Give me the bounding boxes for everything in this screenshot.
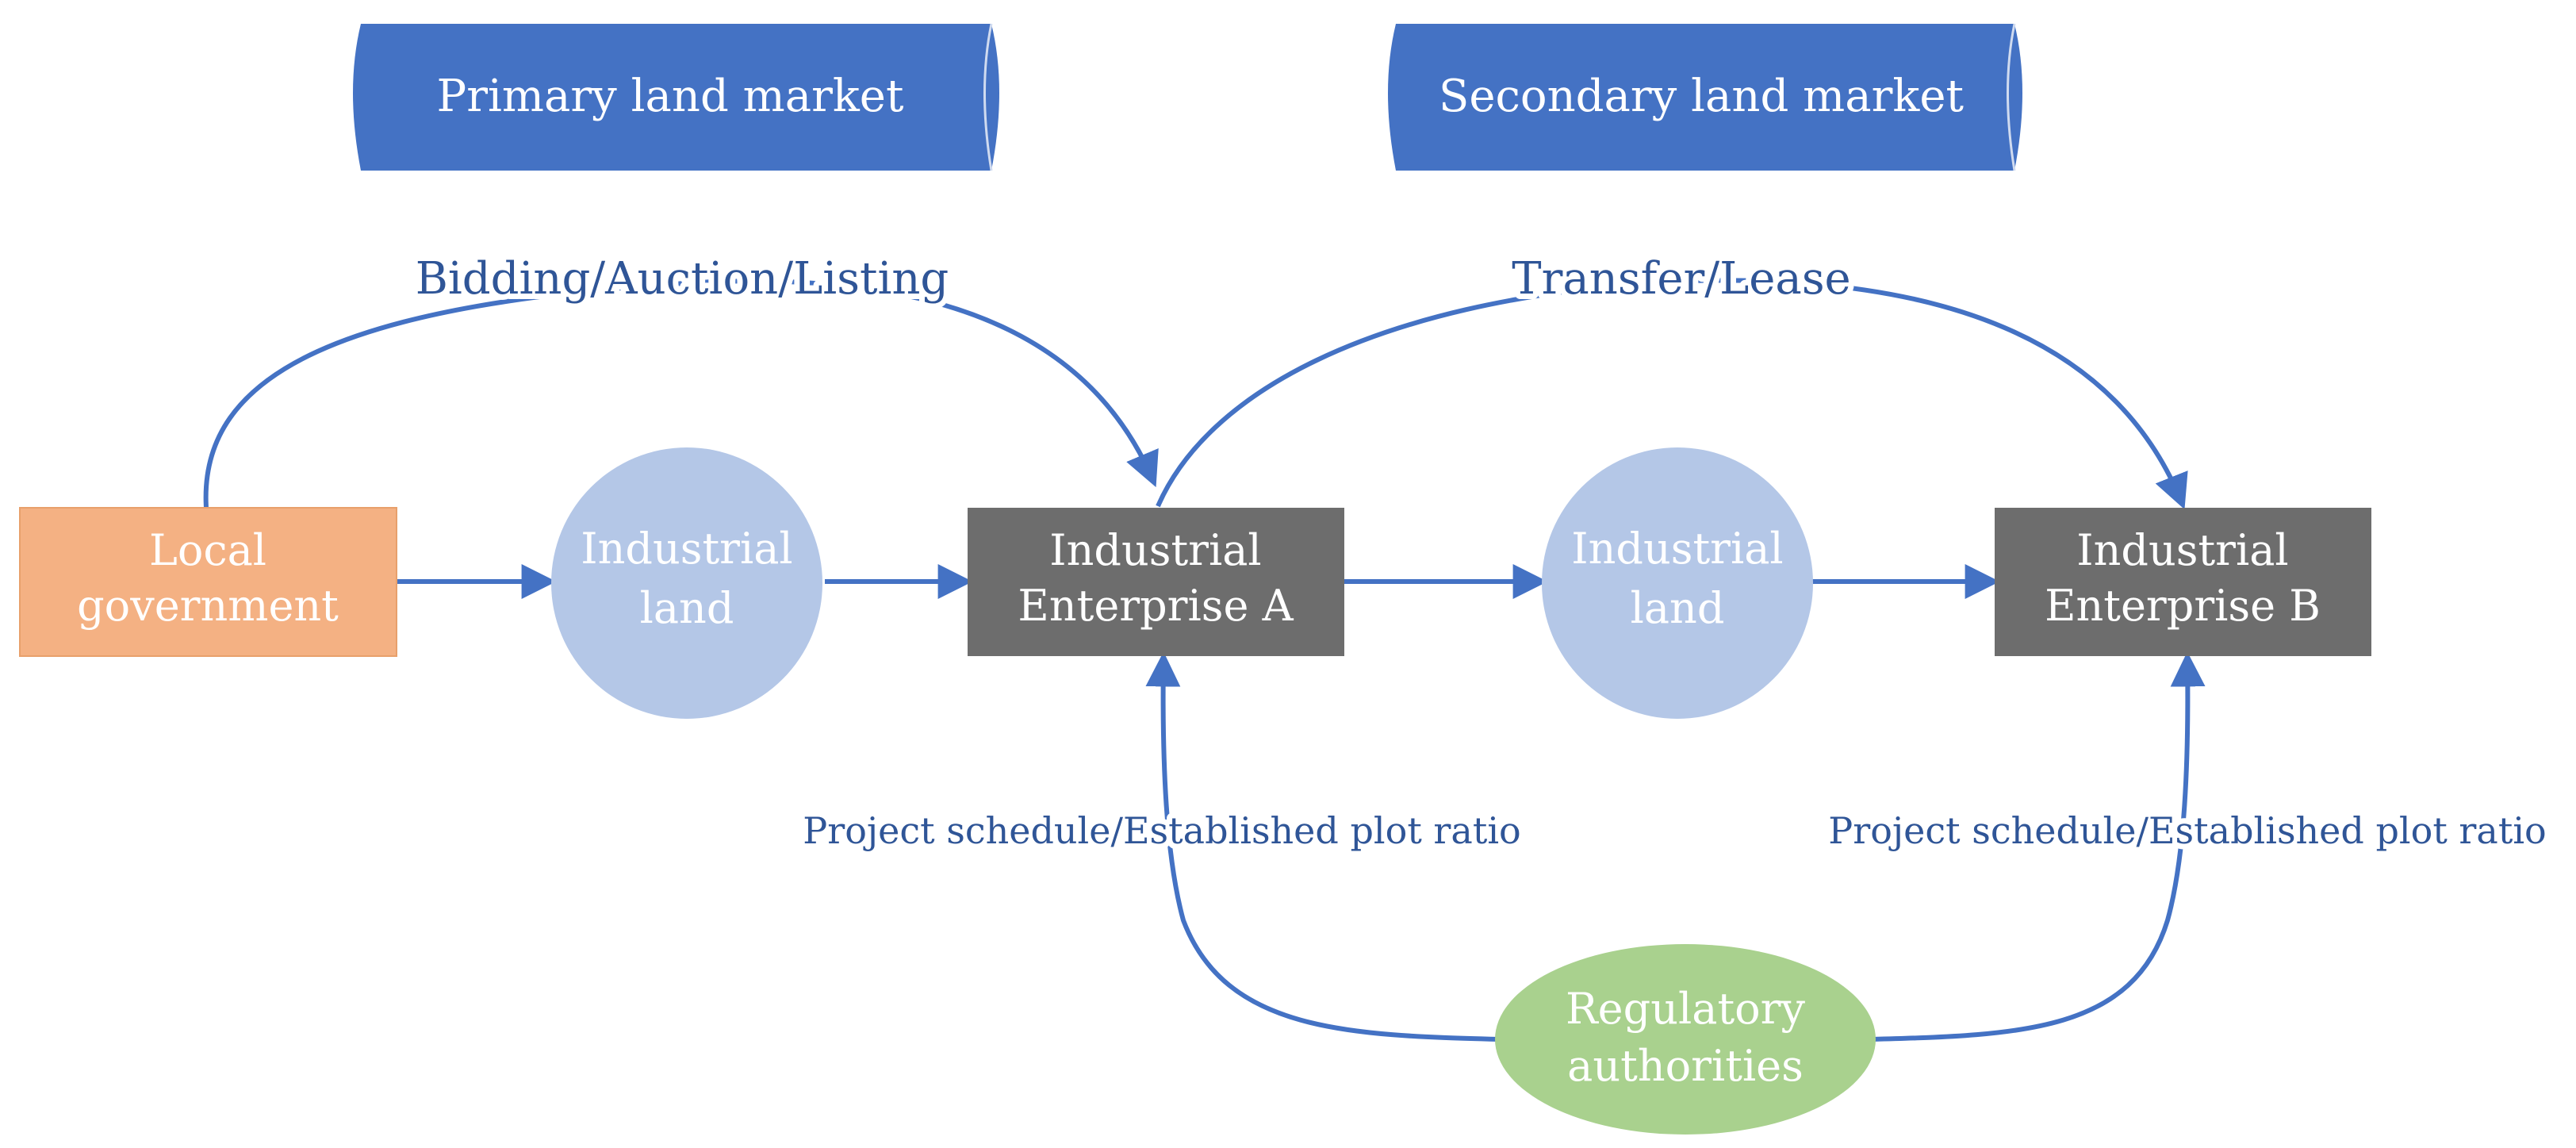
government-label-line1: Local xyxy=(149,525,266,575)
regulation-arrow-b xyxy=(1871,651,2206,1042)
regulator-label-line2: authorities xyxy=(1567,1041,1804,1091)
industrial-land-node-1: Industrial land xyxy=(551,447,822,719)
schedule-label-b: Project schedule/Established plot ratio xyxy=(1828,809,2546,852)
enterprise-b-label-line2: Enterprise B xyxy=(2045,581,2321,631)
land2-label-line2: land xyxy=(1631,583,1725,633)
land2-label-line1: Industrial xyxy=(1571,524,1783,574)
enterprise-b-label-line1: Industrial xyxy=(2076,525,2288,575)
government-label-line2: government xyxy=(77,581,339,631)
bidding-arrow xyxy=(203,278,1159,509)
transfer-label: Transfer/Lease xyxy=(1512,253,1850,305)
land1-label-line1: Industrial xyxy=(581,524,792,574)
primary-market-banner: Primary land market xyxy=(353,23,999,171)
regulator-label-line1: Regulatory xyxy=(1566,984,1805,1034)
enterprise-a-label-line1: Industrial xyxy=(1049,525,1261,575)
regulatory-authorities-node: Regulatory authorities xyxy=(1495,944,1876,1135)
secondary-market-label: Secondary land market xyxy=(1439,71,1964,122)
industrial-land-node-2: Industrial land xyxy=(1542,447,1813,719)
primary-market-label: Primary land market xyxy=(437,71,904,122)
enterprise-a-node: Industrial Enterprise A xyxy=(968,508,1344,656)
secondary-market-banner: Secondary land market xyxy=(1388,23,2022,171)
enterprise-b-node: Industrial Enterprise B xyxy=(1995,508,2371,656)
schedule-label-a: Project schedule/Established plot ratio xyxy=(803,809,1520,852)
land1-label-line2: land xyxy=(640,583,734,633)
enterprise-a-label-line2: Enterprise A xyxy=(1018,581,1294,631)
bidding-label: Bidding/Auction/Listing xyxy=(416,253,949,305)
transfer-arrow xyxy=(1156,278,2188,510)
local-government-node: Local government xyxy=(19,507,397,657)
regulation-arrow-a xyxy=(1145,651,1500,1042)
